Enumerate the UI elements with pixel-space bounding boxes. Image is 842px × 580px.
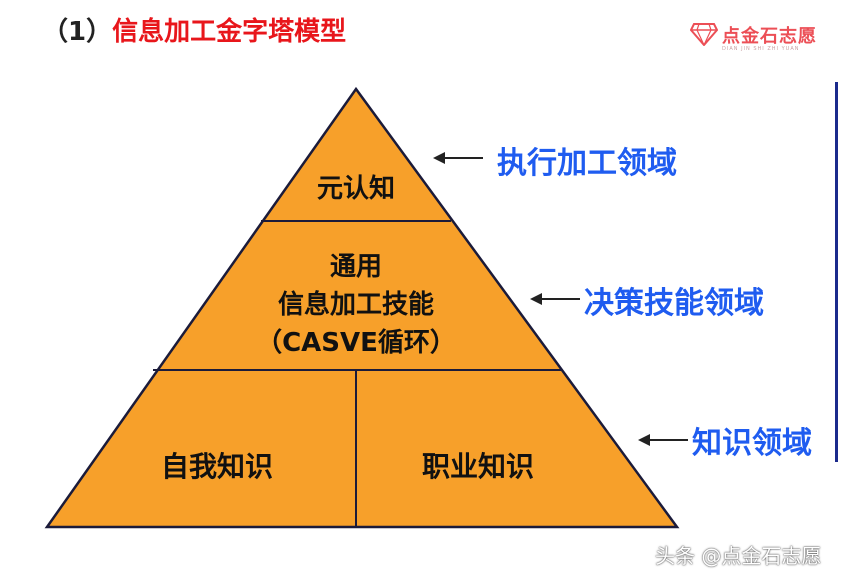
pyramid-top-label: 元认知: [316, 174, 395, 204]
right-edge-line: [835, 82, 838, 462]
arrow-left-icon: [433, 152, 483, 164]
pyramid-bottom-left-label: 自我知识: [160, 450, 273, 483]
watermark: 头条 @点金石志愿: [655, 544, 822, 568]
pyramid-middle-line-2: 信息加工技能: [277, 290, 434, 320]
title-text: 信息加工金字塔模型: [112, 17, 347, 47]
pyramid-bottom-right-label: 职业知识: [421, 450, 534, 483]
brand-logo: 点金石志愿 DIAN JIN SHI ZHI YUAN: [690, 20, 825, 60]
pyramid-shape: [44, 86, 680, 529]
arrow-left-icon: [530, 293, 580, 305]
logo-text: 点金石志愿: [722, 26, 817, 47]
domain-label-decision: 决策技能领域: [584, 286, 764, 321]
domain-label-knowledge: 知识领域: [692, 426, 812, 461]
diamond-icon: [690, 23, 718, 46]
domain-label-executive: 执行加工领域: [497, 146, 677, 181]
logo-subtext: DIAN JIN SHI ZHI YUAN: [722, 46, 800, 52]
pyramid-middle-line-3: （CASVE循环）: [256, 328, 456, 358]
title-number: （1）: [42, 17, 113, 47]
pyramid-middle-line-1: 通用: [329, 252, 382, 282]
arrow-left-icon: [638, 434, 688, 446]
page-title: （1）信息加工金字塔模型: [42, 12, 346, 52]
